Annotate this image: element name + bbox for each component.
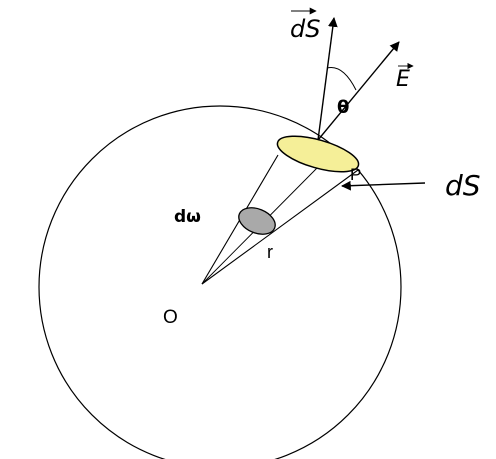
theta-label: θ xyxy=(337,97,349,118)
vector-ds-label: dS xyxy=(290,15,320,43)
point-p-label: P xyxy=(350,165,361,184)
theta-angle-arc xyxy=(326,66,357,91)
cone-line-right xyxy=(201,169,359,285)
normal-vector-ds-arrow xyxy=(317,17,338,141)
ds-side-label: dS xyxy=(445,169,481,202)
origin-label: O xyxy=(163,307,178,328)
field-vector-e-arrow xyxy=(317,41,400,141)
solid-angle-label: dω xyxy=(174,207,201,227)
inner-surface-element xyxy=(238,207,276,235)
radius-label: r xyxy=(267,242,273,262)
ds-pointer-arrow xyxy=(341,180,426,191)
closed-surface-circle xyxy=(38,105,402,459)
surface-element-ds xyxy=(276,135,360,173)
vector-e-label: E xyxy=(396,67,410,92)
